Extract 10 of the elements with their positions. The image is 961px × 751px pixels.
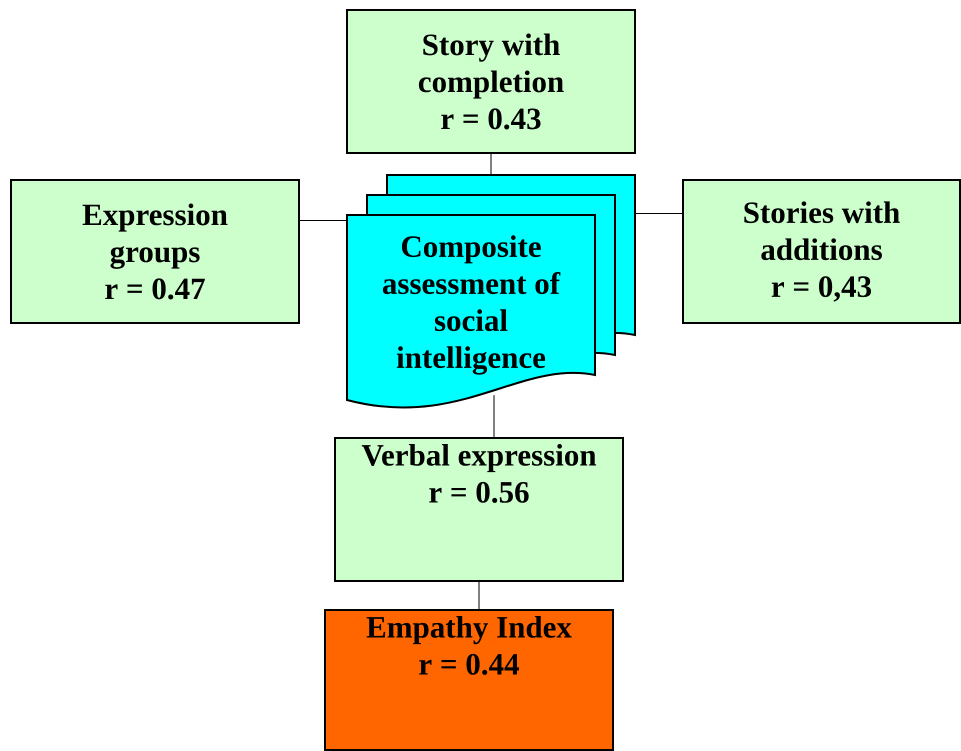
connector-line [300, 220, 348, 221]
process-box: Story with completion r = 0.43 [346, 8, 636, 154]
connector-line [634, 212, 682, 214]
connector-line [490, 153, 492, 176]
process-box: Expression groups r = 0.47 [10, 178, 300, 324]
result-box: Empathy Index r = 0.44 [324, 608, 614, 751]
connector-line [478, 581, 480, 610]
process-box: Stories with additions r = 0,43 [682, 178, 961, 324]
document-stack: Composite assessment of social intelligence [346, 174, 636, 408]
process-box: Verbal expression r = 0.56 [334, 436, 624, 582]
